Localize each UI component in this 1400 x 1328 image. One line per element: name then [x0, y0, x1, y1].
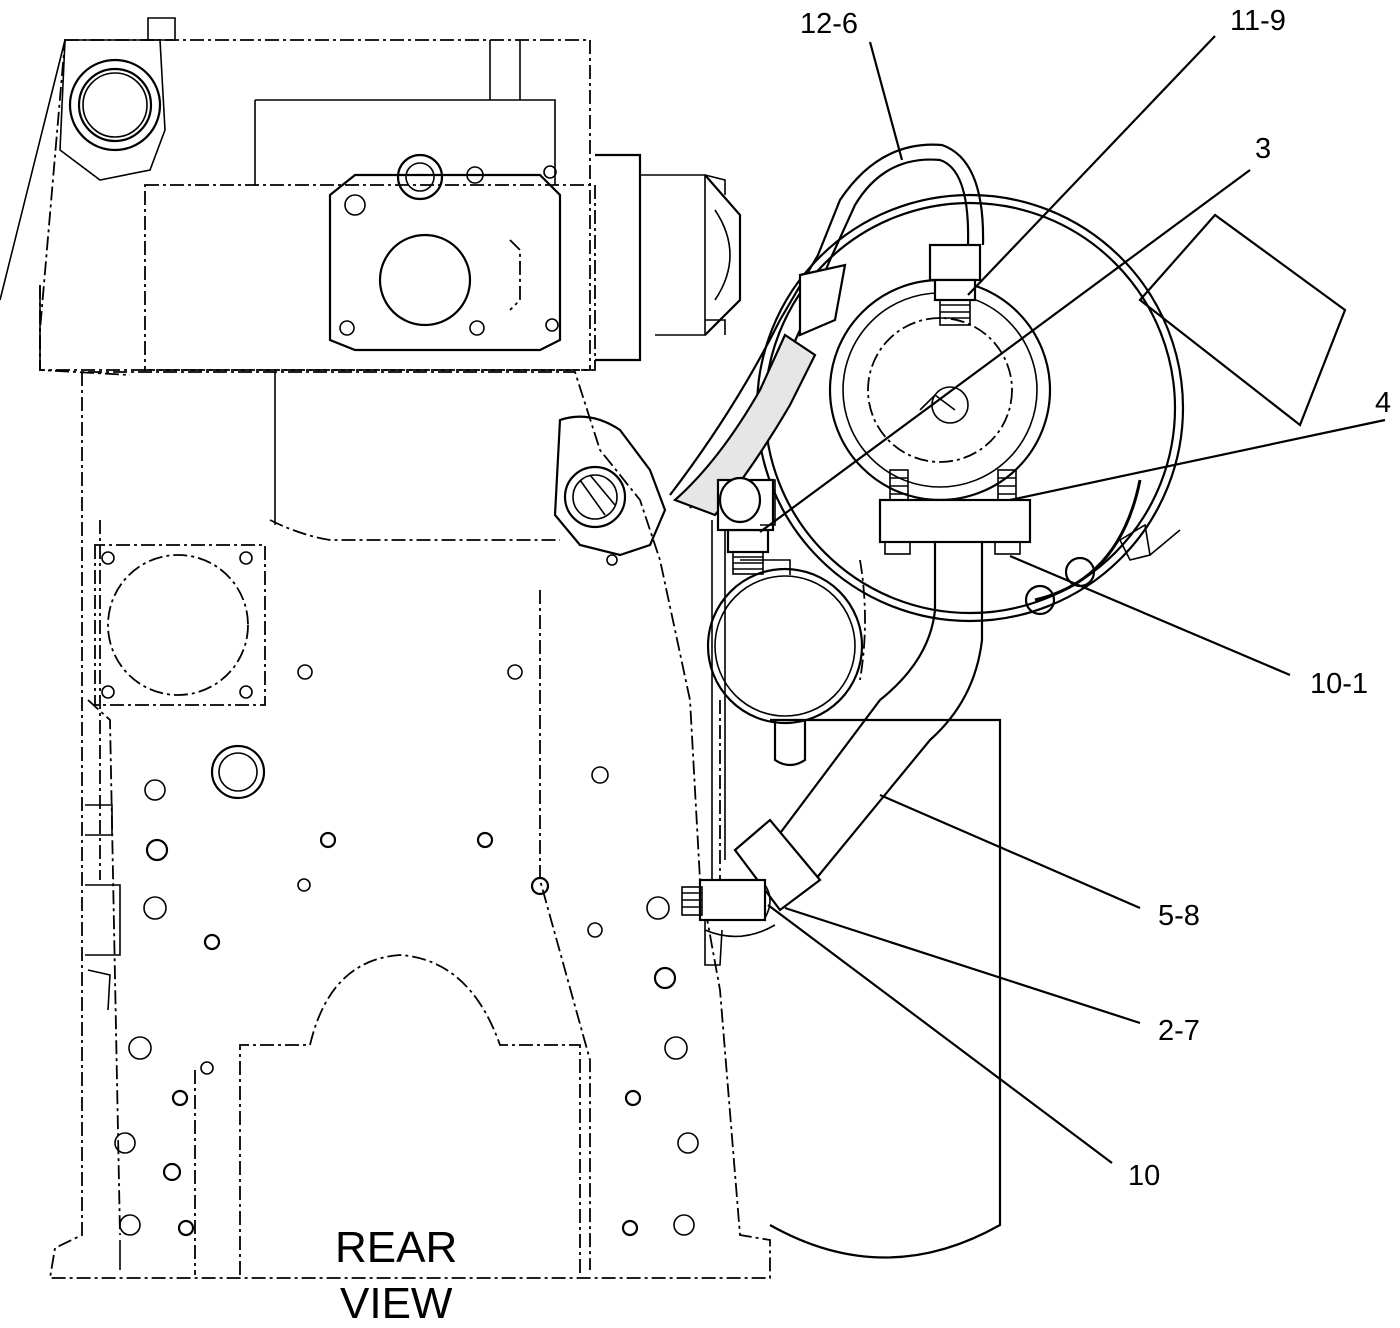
view-label-line1: REAR: [335, 1223, 457, 1272]
leader-2-7: [784, 906, 1141, 1025]
leader-4: [1009, 418, 1386, 502]
callout-labels: 12-6 11-9 3 4 10-1 5-8 2-7 10: [800, 5, 1391, 1192]
leader-10-1: [1009, 554, 1291, 677]
callout-10: 10: [1128, 1160, 1160, 1192]
leader-10: [767, 904, 1113, 1164]
leader-12-6: [868, 41, 904, 161]
turbocharger: [755, 193, 1347, 623]
callout-5-8: 5-8: [1158, 900, 1200, 932]
callout-2-7: 2-7: [1158, 1015, 1200, 1047]
callout-4: 4: [1375, 387, 1391, 419]
water-outlet-elbow: [553, 415, 667, 566]
callout-3: 3: [1255, 133, 1271, 165]
leader-lines: [759, 35, 1386, 1164]
leader-5-8: [879, 793, 1141, 910]
oil-supply-tube: [669, 143, 985, 575]
view-label: REAR VIEW: [335, 1223, 457, 1328]
oil-drain-tube: [681, 469, 1032, 966]
cylinder-head: [0, 17, 742, 376]
oil-filter: [719, 700, 1002, 1259]
engine-block: [48, 371, 771, 1279]
callout-12-6: 12-6: [800, 8, 858, 40]
leader-11-9: [967, 35, 1216, 296]
callout-10-1: 10-1: [1310, 668, 1368, 700]
view-label-line2: VIEW: [340, 1279, 453, 1328]
leader-3: [759, 169, 1251, 533]
callout-11-9: 11-9: [1230, 5, 1286, 37]
